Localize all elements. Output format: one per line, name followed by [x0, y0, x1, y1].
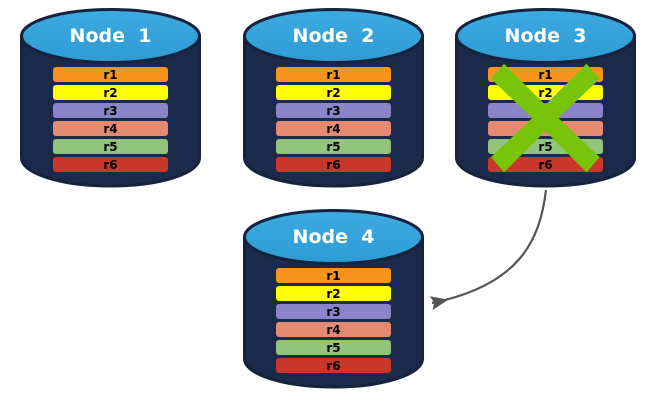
- cylinder-top-cap: [243, 209, 424, 265]
- node-2-replica-list: r1 r2 r3 r4 r5 r6: [243, 8, 424, 190]
- replica-row-r1[interactable]: r1: [53, 67, 168, 82]
- replica-row-r6[interactable]: r6: [276, 157, 391, 172]
- node-1-replica-list: r1 r2 r3 r4 r5 r6: [20, 8, 201, 190]
- replica-row-r2[interactable]: r2: [53, 85, 168, 100]
- replica-row-r5[interactable]: r5: [276, 139, 391, 154]
- cylinder-top-cap: [455, 8, 636, 64]
- replica-row-r4[interactable]: r4: [488, 121, 603, 136]
- replica-row-r3[interactable]: r3: [276, 304, 391, 319]
- replica-row-r4[interactable]: r4: [276, 121, 391, 136]
- cylinder-top-cap: [243, 8, 424, 64]
- replica-row-r3[interactable]: r3: [276, 103, 391, 118]
- replica-row-r5[interactable]: r5: [276, 340, 391, 355]
- replica-row-r3[interactable]: r3: [53, 103, 168, 118]
- replica-row-r1[interactable]: r1: [488, 67, 603, 82]
- replica-row-r2[interactable]: r2: [276, 286, 391, 301]
- node-3-replica-list: r1 r2 r3 r4 r5 r6: [455, 8, 636, 190]
- replica-row-r6[interactable]: r6: [276, 358, 391, 373]
- node-4-replica-list: r1 r2 r3 r4 r5 r6: [243, 209, 424, 391]
- replica-row-r6[interactable]: r6: [488, 157, 603, 172]
- replica-row-r2[interactable]: r2: [276, 85, 391, 100]
- replica-row-r3[interactable]: r3: [488, 103, 603, 118]
- cylinder-top-cap: [20, 8, 201, 64]
- replica-row-r4[interactable]: r4: [276, 322, 391, 337]
- replica-row-r4[interactable]: r4: [53, 121, 168, 136]
- replica-row-r1[interactable]: r1: [276, 67, 391, 82]
- replica-row-r6[interactable]: r6: [53, 157, 168, 172]
- replica-row-r5[interactable]: r5: [488, 139, 603, 154]
- replica-row-r5[interactable]: r5: [53, 139, 168, 154]
- replica-row-r2[interactable]: r2: [488, 85, 603, 100]
- replica-row-r1[interactable]: r1: [276, 268, 391, 283]
